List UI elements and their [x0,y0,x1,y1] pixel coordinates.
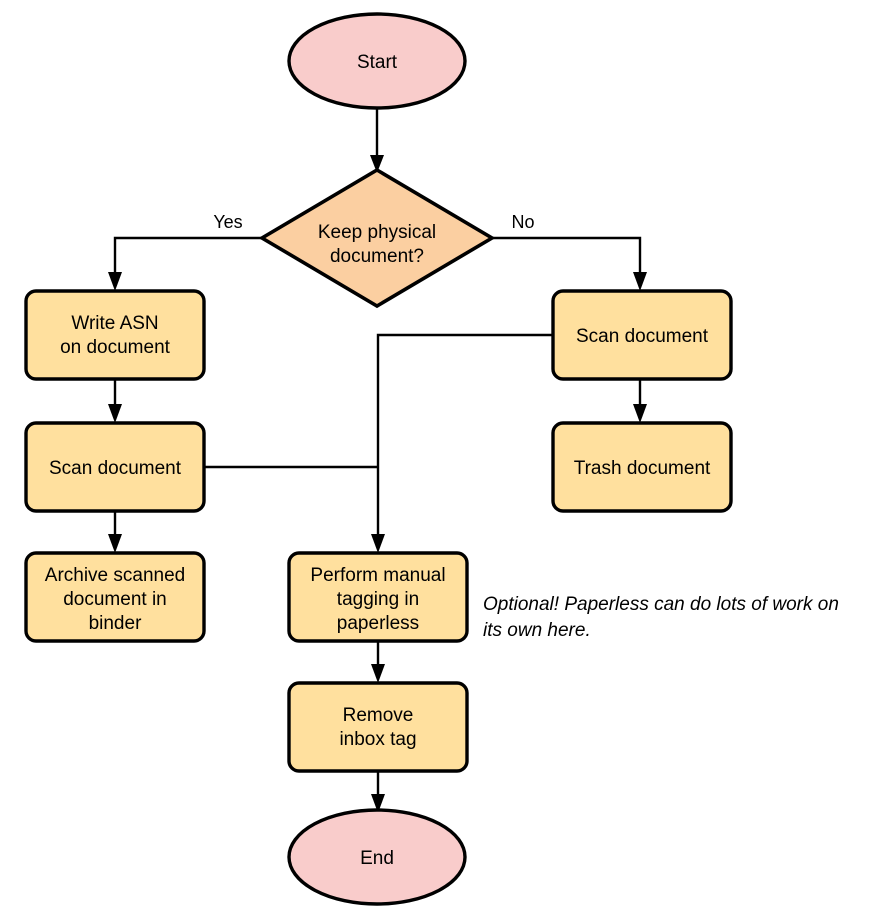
archive-box [24,551,206,643]
edge-label-no: No [511,212,534,232]
node-write-asn[interactable]: Write ASN on document [24,289,206,381]
connector-decision-yes-to-write-asn [108,236,262,291]
decision-label-line1: Keep physical [318,222,436,243]
tagging-label-line3: paperless [337,613,419,634]
start-ellipse [287,12,467,110]
scan-right-label: Scan document [576,326,709,347]
scan-left-label: Scan document [49,458,182,479]
node-archive-scanned-document[interactable]: Archive scanned document in binder [24,551,206,643]
connector-scan-right-to-tagging [371,333,553,553]
write-asn-box [24,289,206,381]
write-asn-label-line1: Write ASN [71,313,158,334]
end-label: End [360,848,394,869]
archive-label-line2: document in [63,589,167,610]
write-asn-label-line2: on document [60,337,171,358]
annotation-line1: Optional! Paperless can do lots of work … [483,594,839,615]
node-scan-document-left[interactable]: Scan document [24,421,206,513]
remove-inbox-label-line1: Remove [343,705,414,726]
node-trash-document[interactable]: Trash document [551,421,733,513]
trash-box [551,421,733,513]
connector-decision-no-to-scan-right [492,236,647,291]
archive-label-line3: binder [89,613,142,634]
node-remove-inbox-tag[interactable]: Remove inbox tag [287,681,469,773]
tagging-label-line2: tagging in [337,589,419,610]
decision-label-line2: document? [330,246,424,267]
end-ellipse [287,808,467,906]
trash-label: Trash document [574,458,711,479]
tagging-label-line1: Perform manual [310,565,445,586]
connector-tagging-to-remove-inbox [371,642,385,683]
edge-label-yes: Yes [213,212,242,232]
start-label: Start [357,52,398,73]
archive-label-line1: Archive scanned [45,565,185,586]
node-scan-document-right[interactable]: Scan document [551,289,733,381]
annotation-note: Optional! Paperless can do lots of work … [483,594,839,641]
scan-left-box [24,421,206,513]
tagging-box [287,551,469,643]
node-end[interactable]: End [287,808,467,906]
remove-inbox-label-line2: inbox tag [339,729,416,750]
connector-scan-left-to-archive [108,511,122,553]
remove-inbox-box [287,681,469,773]
node-decision-keep-physical-document[interactable]: Keep physical document? [258,167,496,309]
connector-remove-inbox-to-end [371,771,385,813]
node-perform-manual-tagging[interactable]: Perform manual tagging in paperless [287,551,469,643]
node-start[interactable]: Start [287,12,467,110]
connector-write-asn-to-scan-left [108,379,122,423]
annotation-line2: its own here. [483,620,591,641]
connector-scan-right-to-trash [633,379,647,423]
decision-diamond [258,167,496,309]
scan-right-box [551,289,733,381]
connector-start-to-decision [370,108,384,173]
